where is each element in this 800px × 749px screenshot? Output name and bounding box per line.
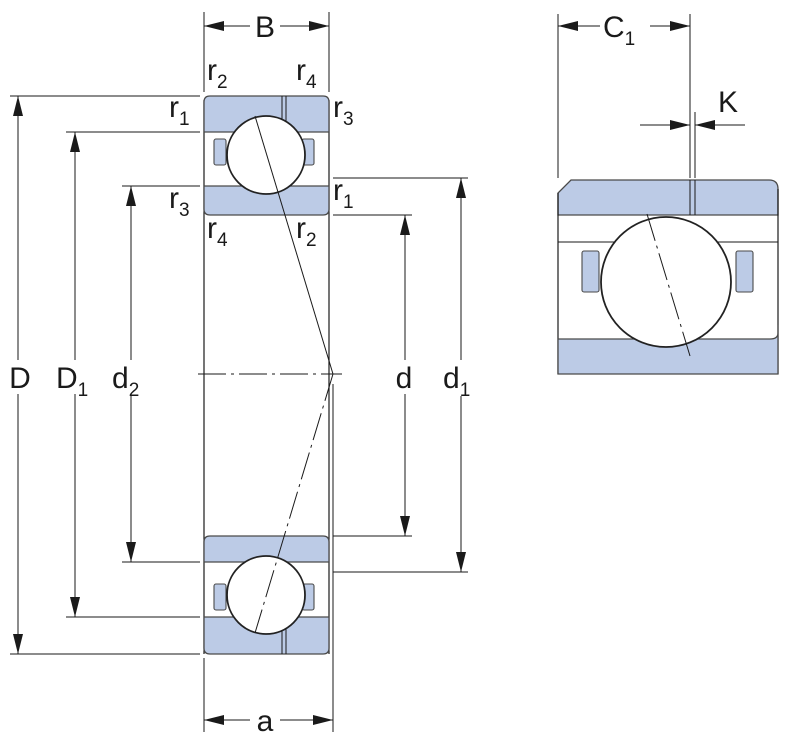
- label-r1-right: r1: [333, 174, 354, 213]
- contact-line-bottom: [254, 373, 334, 634]
- bottom-inner-ring: [203, 535, 330, 563]
- label-K: K: [718, 86, 738, 119]
- detail-section: C1 K: [557, 8, 779, 375]
- detail-cage-right: [735, 250, 754, 293]
- label-D1: D1: [56, 362, 88, 401]
- label-d2: d2: [112, 362, 139, 401]
- top-inner-ring: [203, 185, 330, 216]
- detail-inner-ring: [557, 325, 779, 375]
- detail-contact-line: [646, 213, 691, 357]
- top-ball: [226, 115, 306, 195]
- label-r3-left: r3: [169, 182, 190, 221]
- label-r1-left: r1: [169, 91, 190, 130]
- label-r4-bottom: r4: [207, 212, 228, 251]
- bottom-outer-ring: [203, 616, 330, 655]
- label-r4-top: r4: [296, 54, 317, 93]
- main-section: [198, 95, 342, 655]
- detail-ball: [600, 216, 732, 348]
- label-r2-top: r2: [207, 54, 228, 93]
- bottom-cage-left: [213, 583, 227, 611]
- contact-line-top: [254, 115, 334, 375]
- label-r2-bottom: r2: [296, 212, 317, 251]
- detail-outer-ring: [557, 179, 779, 216]
- label-d1: d1: [443, 362, 470, 401]
- detail-cage-left: [581, 250, 600, 293]
- label-D: D: [9, 362, 31, 395]
- label-B: B: [255, 11, 275, 44]
- label-r3-right: r3: [333, 91, 354, 130]
- label-d: d: [396, 362, 413, 395]
- label-a: a: [257, 705, 274, 738]
- top-outer-ring: [203, 95, 330, 133]
- main-labels: B a D D1 d2 d d1 r2 r4 r1 r3 r3 r1 r4 r2: [4, 8, 482, 738]
- top-cage-left: [213, 138, 227, 166]
- label-C1: C1: [603, 11, 635, 50]
